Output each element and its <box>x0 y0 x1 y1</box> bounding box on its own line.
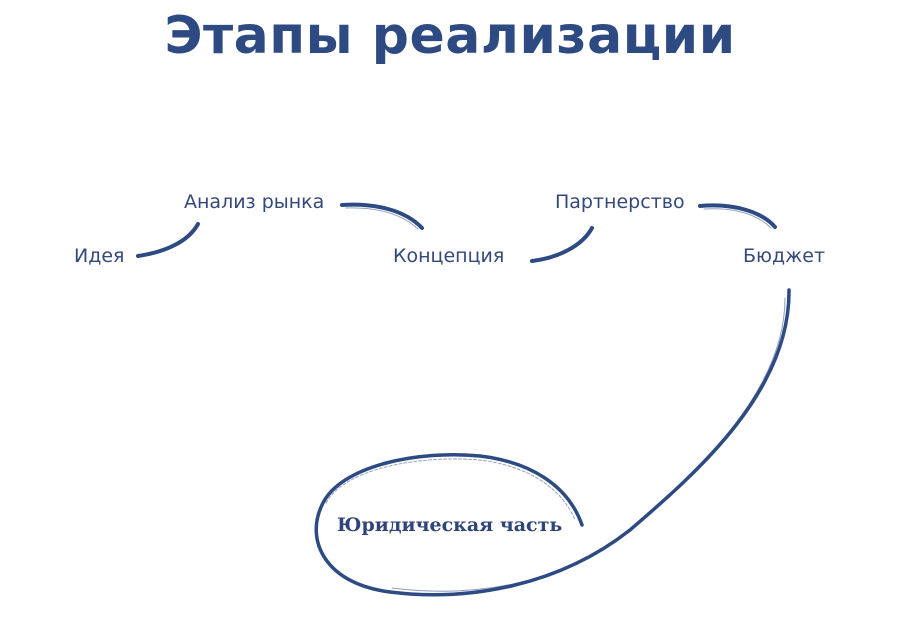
connector-analysis-concept <box>340 202 424 230</box>
step-concept: Концепция <box>393 245 505 267</box>
connector-idea-analysis <box>136 222 200 258</box>
step-market-analysis: Анализ рынка <box>184 191 325 213</box>
step-idea: Идея <box>74 245 125 267</box>
connector-concept-partnership <box>530 226 594 263</box>
step-legal: Юридическая часть <box>337 514 563 536</box>
connector-partnership-budget <box>698 203 777 229</box>
connector-budget-legal-loop <box>314 288 791 597</box>
page-title: Этапы реализации <box>164 6 736 66</box>
step-partnership: Партнерство <box>555 191 685 213</box>
step-budget: Бюджет <box>743 245 826 267</box>
